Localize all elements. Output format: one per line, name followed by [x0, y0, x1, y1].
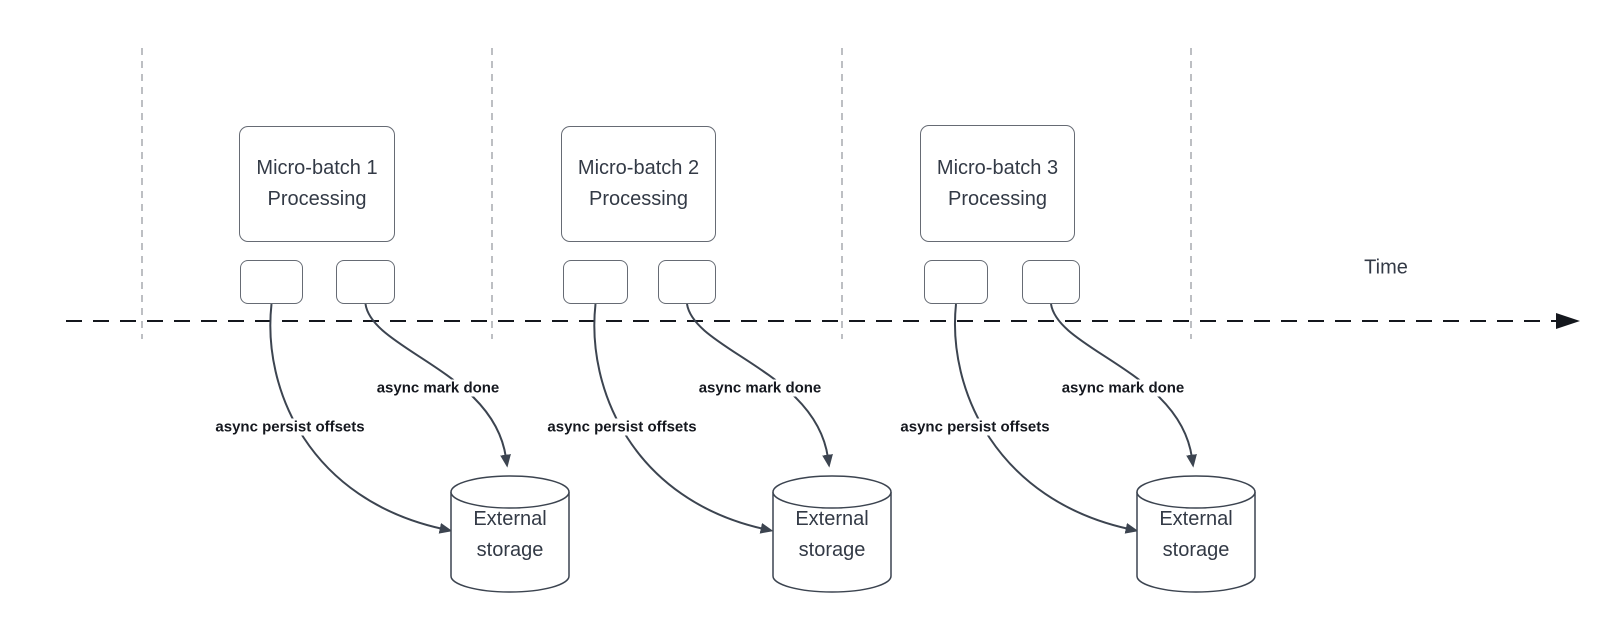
- external-storage-label-2: External storage: [795, 508, 869, 561]
- persist-offsets-label-3: async persist offsets: [897, 418, 1053, 436]
- micro-batch-1-box: Micro-batch 1 Processing: [239, 126, 395, 242]
- persist-offsets-label-2: async persist offsets: [544, 418, 700, 436]
- timeline-arrowhead: [1556, 313, 1580, 329]
- micro-batch-3-box: Micro-batch 3 Processing: [920, 125, 1075, 242]
- mark-done-label-1: async mark done: [373, 379, 503, 397]
- storage-cylinder-3: [1136, 475, 1256, 593]
- persist-offsets-label-1: async persist offsets: [212, 418, 368, 436]
- sub-task-box-3-right: [1022, 260, 1080, 304]
- sub-task-box-1-left: [240, 260, 303, 304]
- mark-done-arrow-2: [686, 303, 833, 468]
- sub-task-box-3-left: [924, 260, 988, 304]
- external-storage-label-3: External storage: [1159, 508, 1233, 561]
- time-label: Time: [1364, 256, 1408, 279]
- mark-done-label-3: async mark done: [1058, 379, 1188, 397]
- sub-task-box-1-right: [336, 260, 395, 304]
- micro-batch-2-box: Micro-batch 2 Processing: [561, 126, 716, 242]
- micro-batch-2-label: Micro-batch 2 Processing: [577, 157, 700, 210]
- storage-cylinder-2: [772, 475, 892, 593]
- sub-task-box-2-right: [658, 260, 716, 304]
- mark-done-arrow-1: [364, 303, 511, 468]
- storage-cylinder-1: [450, 475, 570, 593]
- persist-offsets-arrow-3: [954, 303, 1139, 534]
- external-storage-label-1: External storage: [473, 508, 547, 561]
- micro-batch-3-label: Micro-batch 3 Processing: [936, 156, 1059, 210]
- persist-offsets-arrow-2: [593, 303, 774, 534]
- sub-task-box-2-left: [563, 260, 628, 304]
- mark-done-arrow-3: [1050, 303, 1197, 468]
- persist-offsets-arrow-1: [269, 303, 453, 534]
- mark-done-label-2: async mark done: [695, 379, 825, 397]
- micro-batch-1-label: Micro-batch 1 Processing: [256, 157, 378, 210]
